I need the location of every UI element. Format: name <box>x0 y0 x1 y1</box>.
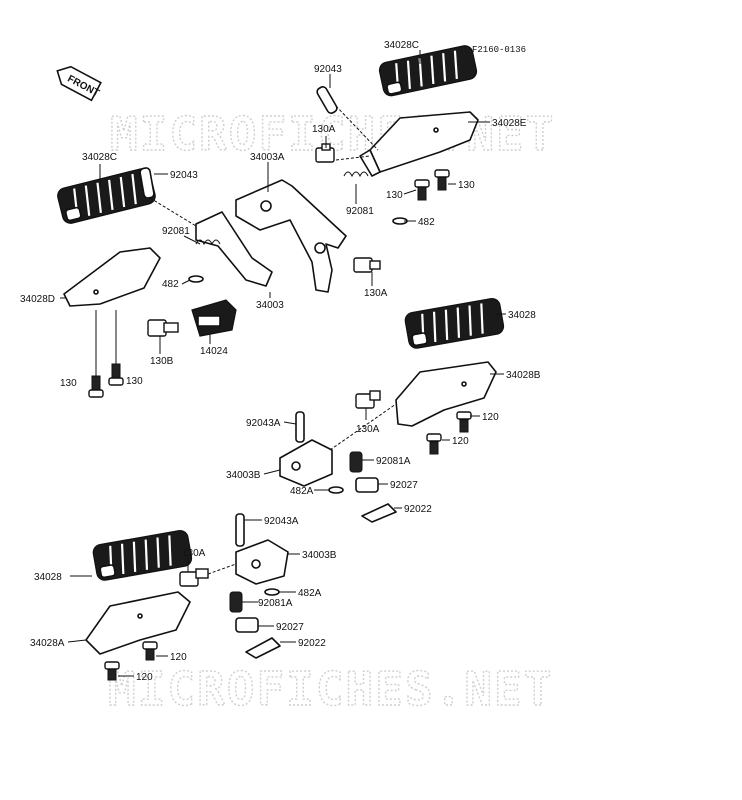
label-92043a-low: 92043A <box>264 516 299 527</box>
bolt-130-l1 <box>88 375 104 398</box>
plate-92022-right <box>361 503 397 523</box>
label-482-top: 482 <box>418 217 435 228</box>
label-34003: 34003 <box>256 300 284 311</box>
spring-92081a-right <box>349 451 363 473</box>
bolt-130a-low <box>179 568 209 587</box>
footpeg-34028d <box>63 247 161 307</box>
bolt-130a-mid <box>353 257 381 273</box>
label-120-r2: 120 <box>452 436 469 447</box>
pin-92043-top <box>316 86 338 114</box>
pin-92043-left <box>139 167 155 199</box>
label-130-l1: 130 <box>60 378 77 389</box>
label-130-r2: 130 <box>458 180 475 191</box>
bracket-34003b-low <box>235 539 289 585</box>
rubber-34028c-top <box>378 45 478 97</box>
rubber-34028-right <box>404 297 505 349</box>
footpeg-34028a <box>85 591 191 655</box>
label-34028b: 34028B <box>506 370 541 381</box>
label-92043a-right: 92043A <box>246 418 281 429</box>
label-92043-left: 92043 <box>170 170 198 181</box>
label-34028-left: 34028 <box>34 572 62 583</box>
bracket-34003b-right <box>279 439 333 487</box>
label-120-l1: 120 <box>170 652 187 663</box>
clip-482-left <box>188 275 204 283</box>
spring-92081-top <box>343 171 369 178</box>
bolt-130a-right <box>355 390 381 409</box>
watermark-bottom: MICROFICHES.NET <box>108 662 553 716</box>
footpeg-34028e <box>359 111 479 177</box>
plunger-92027-right <box>355 477 379 493</box>
spring-92081a-low <box>229 591 243 613</box>
label-92081-left: 92081 <box>162 226 190 237</box>
pin-92043a-low <box>235 513 245 547</box>
label-130a-low: 130A <box>182 548 206 559</box>
label-34028c-left: 34028C <box>82 152 117 163</box>
bolt-120-r2 <box>426 433 442 455</box>
bolt-130-l2 <box>108 363 124 386</box>
front-arrow-icon: FRONT <box>56 65 102 102</box>
label-34028e: 34028E <box>492 118 527 129</box>
label-130b: 130B <box>150 356 174 367</box>
rubber-34028-left <box>92 529 193 581</box>
bolt-130b <box>147 319 179 337</box>
label-92081a-low: 92081A <box>258 598 293 609</box>
label-130-l2: 130 <box>126 376 143 387</box>
label-92022-right: 92022 <box>404 504 432 515</box>
ref-code: F2160-0136 <box>472 45 526 55</box>
footpeg-34028b <box>395 361 497 427</box>
bolt-120-l2 <box>104 661 120 681</box>
bolt-120-r1 <box>456 411 472 433</box>
plunger-92027-low <box>235 617 259 633</box>
label-34003a: 34003A <box>250 152 285 163</box>
label-14024: 14024 <box>200 346 228 357</box>
part-labels: 34028C 92043 34028E 130A 34003A 130 130 … <box>20 40 541 683</box>
pin-92043a-right <box>295 411 305 443</box>
label-92022-low: 92022 <box>298 638 326 649</box>
plate-92022-low <box>245 637 281 659</box>
label-34003b-low: 34003B <box>302 550 337 561</box>
label-34003b-right: 34003B <box>226 470 261 481</box>
label-34028a: 34028A <box>30 638 65 649</box>
clip-482a-right <box>328 486 344 494</box>
label-130a-right: 130A <box>356 424 380 435</box>
block-14024 <box>191 299 237 337</box>
label-482a-right: 482A <box>290 486 314 497</box>
label-482-left: 482 <box>162 279 179 290</box>
label-130a-top: 130A <box>312 124 336 135</box>
label-34028c-top: 34028C <box>384 40 419 51</box>
bolt-130-r2 <box>434 169 450 191</box>
bracket-34003a <box>235 179 347 293</box>
label-92081a-right: 92081A <box>376 456 411 467</box>
label-92027-right: 92027 <box>390 480 418 491</box>
leader-lines <box>60 50 506 677</box>
label-130a-mid: 130A <box>364 288 388 299</box>
label-92081-top: 92081 <box>346 206 374 217</box>
bolt-120-l1 <box>142 641 158 661</box>
bolt-130-r1 <box>414 179 430 201</box>
label-482a-low: 482A <box>298 588 322 599</box>
label-120-r1: 120 <box>482 412 499 423</box>
label-34028-right: 34028 <box>508 310 536 321</box>
label-120-l2: 120 <box>136 672 153 683</box>
label-92027-low: 92027 <box>276 622 304 633</box>
label-130-r1: 130 <box>386 190 403 201</box>
clip-482a-low <box>264 588 280 596</box>
spring-92081-left <box>195 239 221 246</box>
label-34028d: 34028D <box>20 294 55 305</box>
label-92043-top: 92043 <box>314 64 342 75</box>
